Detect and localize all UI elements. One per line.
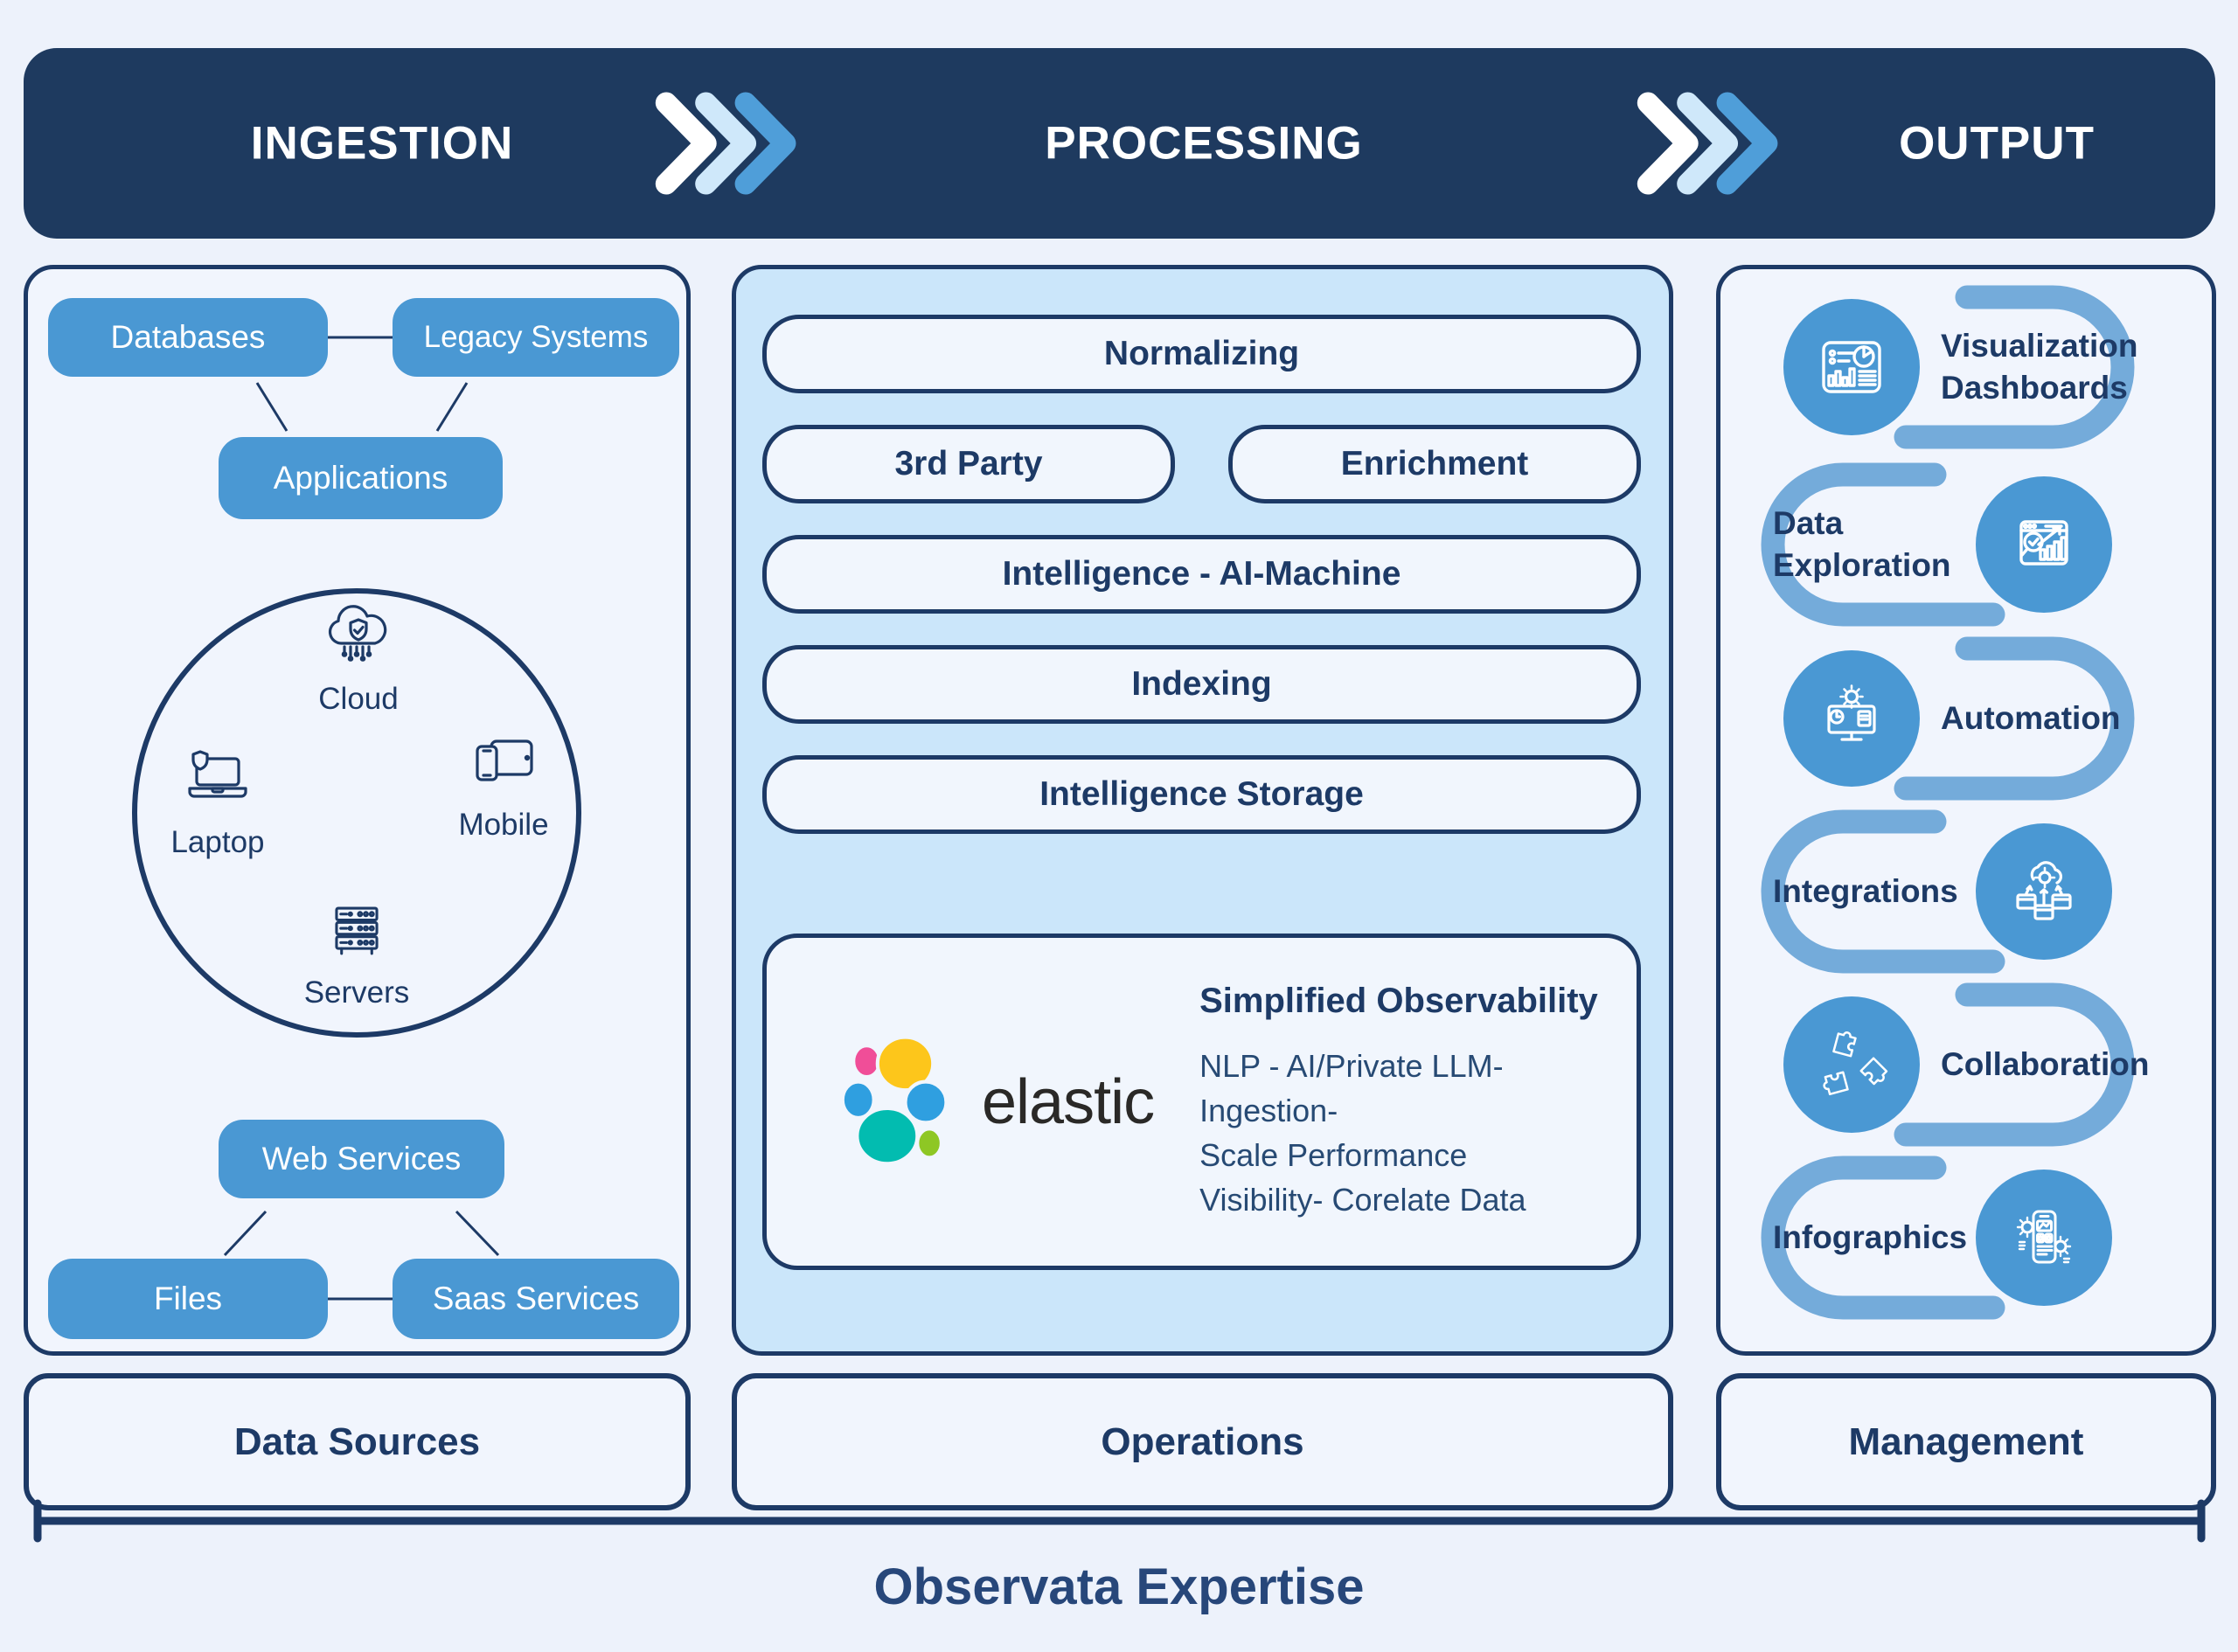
output-label: Visualization Dashboards bbox=[1941, 327, 2138, 406]
elastic-title: Simplified Observability bbox=[1199, 981, 1598, 1020]
mobile-devices-icon bbox=[476, 739, 533, 781]
step-intelligence-ai: Intelligence - AI-Machine bbox=[762, 535, 1641, 614]
expertise-caption: Observata Expertise bbox=[873, 1558, 1365, 1615]
elastic-body-line: NLP - AI/Private LLM- Ingestion- bbox=[1199, 1047, 1504, 1128]
output-label: Data Exploration bbox=[1773, 504, 1951, 583]
device-mobile: Mobile bbox=[425, 717, 582, 843]
output-circle bbox=[1976, 476, 2112, 613]
output-circle bbox=[1976, 823, 2112, 960]
collaboration-icon bbox=[1823, 1031, 1888, 1096]
elastic-logo-icon bbox=[840, 1034, 949, 1165]
output-label: Collaboration bbox=[1941, 1045, 2150, 1082]
step-normalizing: Normalizing bbox=[762, 315, 1641, 393]
node-files: Files bbox=[48, 1259, 328, 1339]
elastic-body-line: Visibility- Corelate Data bbox=[1199, 1182, 1526, 1218]
output-label: Automation bbox=[1941, 699, 2121, 736]
integrations-icon bbox=[2016, 861, 2072, 920]
step-enrichment: Enrichment bbox=[1228, 425, 1641, 503]
device-label: Laptop bbox=[170, 825, 265, 859]
automation-icon bbox=[1827, 684, 1876, 741]
device-circle bbox=[132, 588, 581, 1038]
footer-operations: Operations bbox=[732, 1373, 1673, 1510]
pipeline-header: INGESTION PROCESSING OUTPUT bbox=[24, 48, 2215, 239]
stage-ingestion: INGESTION bbox=[250, 117, 514, 170]
server-rack-icon bbox=[335, 906, 379, 955]
output-label: Integrations bbox=[1773, 872, 1958, 909]
cloud-shield-icon bbox=[328, 605, 387, 662]
stage-processing: PROCESSING bbox=[1045, 117, 1363, 170]
node-saas-services: Saas Services bbox=[393, 1259, 679, 1339]
output-panel: Visualization Dashboards Data Exploratio… bbox=[1716, 265, 2216, 1356]
triple-chevron-icon bbox=[1615, 92, 1794, 195]
step-intelligence-storage: Intelligence Storage bbox=[762, 755, 1641, 834]
triple-chevron-icon bbox=[633, 92, 812, 195]
node-applications: Applications bbox=[219, 437, 503, 519]
node-web-services: Web Services bbox=[219, 1120, 504, 1198]
step-indexing: Indexing bbox=[762, 645, 1641, 724]
elastic-wordmark: elastic bbox=[982, 1066, 1155, 1137]
footer-management: Management bbox=[1716, 1373, 2216, 1510]
device-laptop: Laptop bbox=[139, 734, 296, 860]
device-label: Cloud bbox=[318, 682, 399, 716]
device-label: Servers bbox=[303, 975, 410, 1010]
device-label: Mobile bbox=[458, 808, 549, 842]
output-label: Infographics bbox=[1773, 1218, 1968, 1255]
output-circle bbox=[1783, 299, 1920, 435]
elastic-text-block: Simplified Observability NLP - AI/Privat… bbox=[1199, 982, 1610, 1222]
ingestion-panel: Databases Legacy Systems Applications Cl… bbox=[24, 265, 691, 1356]
node-legacy-systems: Legacy Systems bbox=[393, 298, 679, 377]
elastic-body-line: Scale Performance bbox=[1199, 1137, 1468, 1173]
output-circle bbox=[1783, 996, 1920, 1133]
device-cloud: Cloud bbox=[280, 591, 437, 717]
elastic-card: elastic Simplified Observability NLP - A… bbox=[762, 934, 1641, 1270]
laptop-icon bbox=[188, 750, 247, 798]
processing-panel: Normalizing 3rd Party Enrichment Intelli… bbox=[732, 265, 1673, 1356]
device-servers: Servers bbox=[278, 888, 435, 1010]
output-circle bbox=[1783, 650, 1920, 787]
step-3rd-party: 3rd Party bbox=[762, 425, 1175, 503]
output-circle bbox=[1976, 1170, 2112, 1306]
infographics-icon bbox=[2016, 1210, 2072, 1264]
stage-output: OUTPUT bbox=[1899, 117, 2095, 170]
node-databases: Databases bbox=[48, 298, 328, 377]
expertise-bracket-line bbox=[33, 1499, 2206, 1543]
dashboard-icon bbox=[1822, 341, 1881, 393]
data-exploration-icon bbox=[2019, 520, 2068, 566]
footer-data-sources: Data Sources bbox=[24, 1373, 691, 1510]
elastic-brand: elastic bbox=[835, 1032, 1155, 1172]
